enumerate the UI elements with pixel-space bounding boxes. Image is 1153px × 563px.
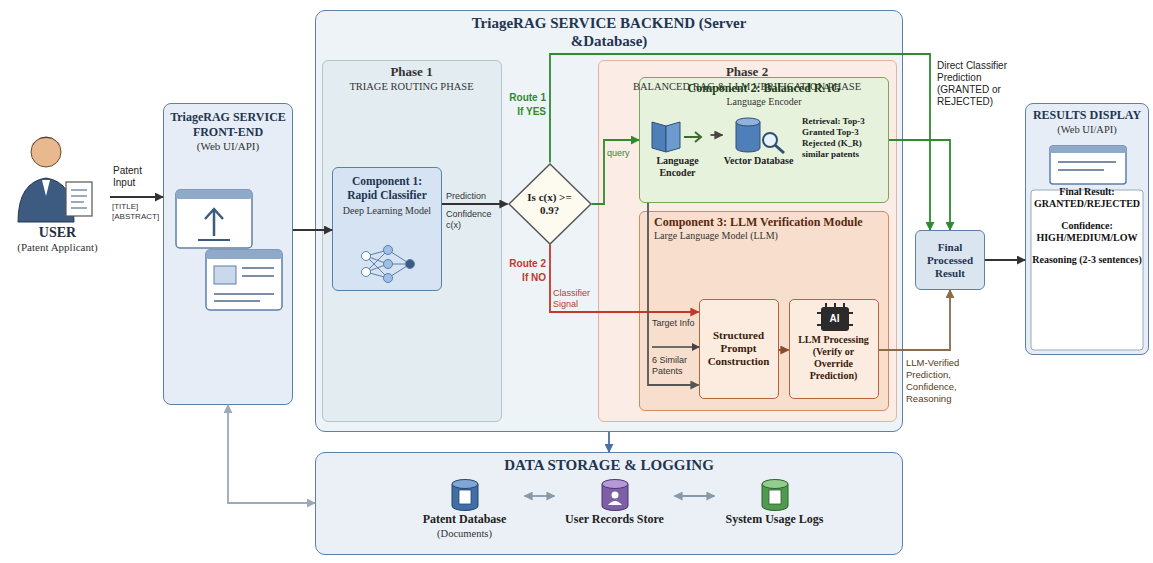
connector: [293, 229, 332, 231]
connector: [608, 432, 610, 452]
results-panel: RESULTS DISPLAY(Web UI/API) Final Result:…: [1025, 103, 1149, 355]
node-text: Reasoning (2-3 sentences): [1032, 254, 1142, 266]
connector: [779, 349, 789, 351]
connector: [675, 495, 715, 497]
node-title: System Usage Logs: [715, 512, 835, 527]
node-title: Component 2: Balanced RAG: [640, 81, 888, 96]
node-title: Language Encoder: [645, 155, 711, 179]
node-text: Deep Learning Model: [337, 205, 437, 217]
connector: [889, 140, 950, 230]
book-icon: [652, 122, 701, 152]
result-box: Final Processed Result: [915, 230, 985, 290]
node-title: Is c(x) >= 0.9?: [524, 191, 576, 217]
node-text: Large Language Model (LLM): [654, 230, 882, 242]
llm-box: AI LLM Processing (Verify or Override Pre…: [789, 299, 879, 399]
process-box: Structured Prompt Construction: [699, 299, 779, 399]
user-figure: USER(Patent Applicant): [5, 128, 110, 268]
node-title: AI: [823, 309, 847, 329]
vector-db-box: Vector Database: [723, 113, 795, 199]
connector: [442, 203, 508, 205]
node-text: TRIAGE ROUTING PHASE: [323, 80, 501, 93]
node-title: Component 3: LLM Verification Module: [654, 215, 882, 230]
connector: [711, 134, 723, 136]
annotation-label: Confidence c(x): [446, 209, 502, 231]
phase-panel: Phase 2BALANCED RAG & LLM VERIFICATION P…: [598, 60, 897, 422]
node-text: Language Encoder: [640, 96, 888, 108]
storage-panel: DATA STORAGE & LOGGING Patent Database(Do…: [315, 452, 903, 555]
connector: [525, 495, 555, 497]
node-title: TriageRAG SERVICE BACKEND (Server &Datab…: [459, 14, 759, 50]
node-title: DATA STORAGE & LOGGING: [316, 456, 902, 474]
annotation-label: Route 1: [504, 92, 546, 104]
connector: [648, 203, 699, 385]
database-search-icon: [736, 118, 784, 153]
node-text: (Patent Applicant): [5, 241, 110, 254]
connector: [550, 245, 699, 313]
node-title: Structured Prompt Construction: [704, 329, 774, 368]
logs-box: System Usage Logs: [715, 478, 835, 550]
backend-panel: TriageRAG SERVICE BACKEND (Server &Datab…: [315, 10, 903, 432]
connector: [550, 54, 930, 230]
results-window-icon: [1031, 146, 1143, 350]
node-title: TriageRAG SERVICE FRONT-END: [169, 110, 287, 140]
node-text: LLM Processing (Verify or Override Predi…: [793, 334, 875, 382]
node-text: (Web UI/API): [1032, 123, 1142, 136]
edge-label: Patent Input: [113, 165, 161, 189]
connector: [228, 405, 315, 503]
component-box: Component 2: Balanced RAGLanguage Encode…: [639, 77, 889, 203]
node-title: Patent Database: [405, 512, 525, 527]
connector: [985, 259, 1025, 261]
annotation-label: If NO: [504, 272, 546, 284]
edge-label: Classifier Signal: [553, 288, 597, 310]
node-title: Phase 2: [599, 64, 896, 80]
node-text: Final Result: GRANTED/REJECTED: [1032, 186, 1142, 210]
annotation-label: [TITLE] [ABSTRACT]: [112, 202, 162, 222]
node-title: RESULTS DISPLAY: [1032, 108, 1142, 123]
node-title: USER: [5, 224, 110, 241]
records-store-box: User Records Store: [555, 478, 675, 550]
node-text: (Documents): [405, 527, 525, 540]
process-box: Component 1: Rapid ClassifierDeep Learni…: [332, 167, 442, 291]
user-icon: [18, 137, 92, 222]
node-title: Component 1: Rapid Classifier: [337, 174, 437, 202]
encoder-box: Language Encoder: [645, 113, 711, 199]
node-text: Confidence: HIGH/MEDIUM/LOW: [1032, 220, 1142, 244]
annotation-label: Target Info: [652, 318, 698, 329]
node-text: (Web UI/API): [169, 140, 287, 153]
node-title: Vector Database: [723, 155, 795, 167]
ai-chip-icon: [817, 303, 853, 331]
connector: [879, 290, 951, 350]
phase-panel: Phase 1TRIAGE ROUTING PHASE Component 1: …: [322, 60, 502, 422]
node-text: Retrieval: Top-3 Granted Top-3 Rejected …: [802, 116, 886, 160]
node-title: Final Processed Result: [918, 241, 982, 280]
edge-label: LLM-Verified Prediction, Confidence, Rea…: [906, 357, 986, 405]
connector: [110, 196, 163, 198]
screen-icons: [176, 190, 282, 310]
annotation-label: Route 2: [504, 258, 546, 270]
target-info-arrow: [652, 347, 699, 348]
database-box: Patent Database(Documents): [405, 478, 525, 550]
edge-label: query: [607, 148, 639, 159]
annotation-label: Direct Classifier Prediction (GRANTED or…: [937, 60, 1021, 108]
frontend-panel: TriageRAG SERVICE FRONT-END(Web UI/API): [163, 103, 293, 405]
annotation-label: If YES: [504, 106, 546, 118]
storage-cylinders: [452, 480, 788, 511]
component-box: Component 3: LLM Verification ModuleLarg…: [639, 211, 889, 411]
edge-label: 6 Similar Patents: [652, 355, 698, 377]
edge-label: Prediction: [446, 191, 502, 202]
neural-network-icon: [362, 246, 415, 283]
connector: [592, 140, 640, 204]
node-title: Phase 1: [323, 64, 501, 80]
decision-diamond: Is c(x) >= 0.9?: [508, 163, 592, 245]
node-title: User Records Store: [555, 512, 675, 527]
